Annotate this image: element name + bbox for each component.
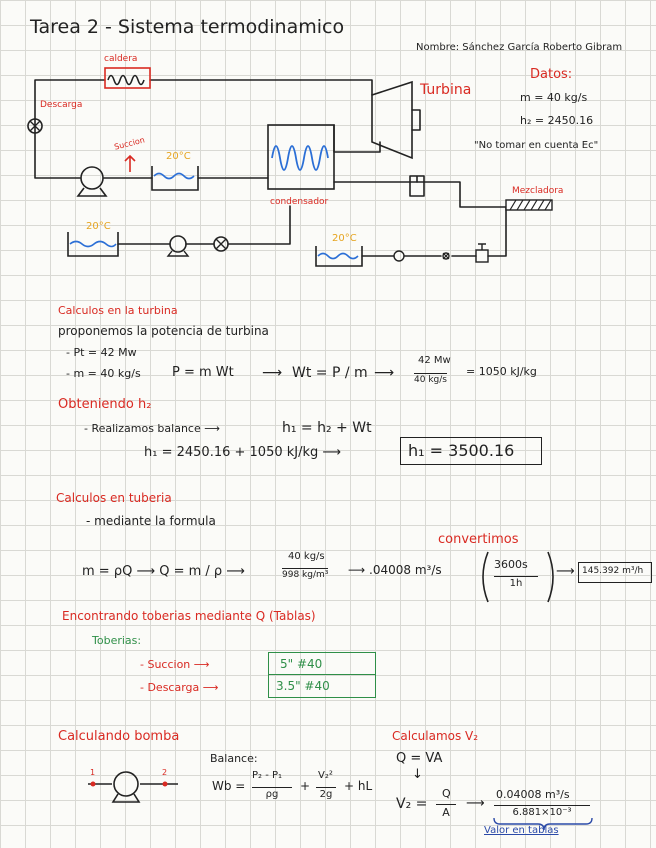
turbina-mdot: - m = 40 kg/s <box>66 367 141 380</box>
label-temp-right: 20°C <box>332 233 357 244</box>
label-temp-left: 20°C <box>86 221 111 232</box>
h2-balance: - Realizamos balance ⟶ <box>84 422 220 435</box>
label-mezcladora: Mezcladora <box>512 186 564 196</box>
h1-result-box <box>400 437 542 465</box>
bomba-frac2-num: V₂² <box>318 770 333 781</box>
v2-q-over-a-num: Q <box>442 787 451 800</box>
label-descarga: Descarga <box>40 100 83 110</box>
label-caldera: caldera <box>104 54 138 64</box>
tuberia-eq1: m = ρQ ⟶ Q = m / ρ ⟶ <box>82 564 245 579</box>
tablas-succion-value: 5" #40 <box>280 657 323 671</box>
page-title: Tarea 2 - Sistema termodinamico <box>30 16 345 38</box>
v2-q-over-a-den: A <box>436 804 456 818</box>
tuberia-conv-den: 1h <box>494 576 538 589</box>
bomba-frac1-den: ρg <box>252 787 292 800</box>
turbina-arrow-2: ⟶ <box>374 365 395 381</box>
tuberia-convertimos: convertimos <box>438 532 519 547</box>
v2-down-arrow: ↓ <box>412 767 423 782</box>
turbina-formula: P = m Wt <box>172 365 234 380</box>
tablas-result-box <box>268 652 376 698</box>
h2-calc: h₁ = 2450.16 + 1050 kJ/kg ⟶ <box>144 445 342 460</box>
tablas-succion-label: - Succion ⟶ <box>140 658 210 671</box>
datos-note: "No tomar en cuenta Ec" <box>474 140 599 151</box>
turbina-frac-den: 40 kg/s <box>414 373 447 385</box>
v2-den: 6.881×10⁻³ <box>494 805 590 818</box>
label-temp-center: 20°C <box>166 151 191 162</box>
turbina-result: = 1050 kJ/kg <box>466 365 537 378</box>
turbina-wt-eq: Wt = P / m <box>292 365 368 381</box>
tuberia-frac-den: 998 kg/m³ <box>282 568 329 580</box>
label-condensador: condensador <box>270 197 329 207</box>
tuberia-frac-num: 40 kg/s <box>288 551 325 562</box>
h2-heading: Obteniendo h₂ <box>58 397 152 412</box>
datos-h2: h₂ = 2450.16 <box>520 114 594 127</box>
bomba-frac1-num: P₂ - P₁ <box>252 770 283 781</box>
bomba-point-1: 1 <box>90 768 96 777</box>
tuberia-q-value: ⟶ .04008 m³/s <box>348 563 442 577</box>
h2-balance-eq: h₁ = h₂ + Wt <box>282 420 372 436</box>
bomba-wb: Wb = <box>212 779 246 793</box>
turbina-arrow-1: ⟶ <box>262 365 283 381</box>
tablas-subheading: Toberias: <box>92 634 142 647</box>
bomba-plus-1: + <box>300 779 311 793</box>
tablas-heading: Encontrando toberias mediante Q (Tablas) <box>62 609 316 623</box>
bomba-balance: Balance: <box>210 752 258 765</box>
v2-note: Valor en tablas <box>484 825 559 836</box>
tuberia-heading: Calculos en tuberia <box>56 491 172 505</box>
tablas-descarga-label: - Descarga ⟶ <box>140 681 219 694</box>
tuberia-result-box <box>578 562 652 583</box>
tuberia-conv-num: 3600s <box>494 558 528 571</box>
tuberia-arrow-final: ⟶ <box>556 564 575 579</box>
turbina-pt: - Pt = 42 Mw <box>66 346 137 359</box>
bomba-frac2-den: 2g <box>316 787 336 800</box>
turbina-frac-num: 42 Mw <box>418 355 451 366</box>
v2-arrow: ⟶ <box>466 796 485 811</box>
turbina-heading: Calculos en la turbina <box>58 304 178 317</box>
v2-eq: V₂ = <box>396 796 428 812</box>
turbina-intro: proponemos la potencia de turbina <box>58 324 269 338</box>
bomba-point-2: 2 <box>162 768 168 777</box>
datos-mass-flow: m = 40 kg/s <box>520 91 588 104</box>
bomba-plus-2: + hL <box>344 779 373 793</box>
v2-heading: Calculamos V₂ <box>392 729 479 743</box>
tablas-result-divider <box>268 674 376 675</box>
tuberia-result: 145.392 m³/h <box>582 566 644 576</box>
author-name: Nombre: Sánchez García Roberto Gibram <box>416 42 623 53</box>
label-turbina: Turbina <box>420 82 472 98</box>
h1-result: h₁ = 3500.16 <box>408 441 515 460</box>
tuberia-via: - mediante la formula <box>86 514 216 528</box>
datos-heading: Datos: <box>530 67 573 82</box>
v2-num: 0.04008 m³/s <box>496 788 570 801</box>
bomba-heading: Calculando bomba <box>58 729 180 744</box>
tablas-descarga-value: 3.5" #40 <box>276 679 330 693</box>
v2-q-eq: Q = VA <box>396 751 443 766</box>
